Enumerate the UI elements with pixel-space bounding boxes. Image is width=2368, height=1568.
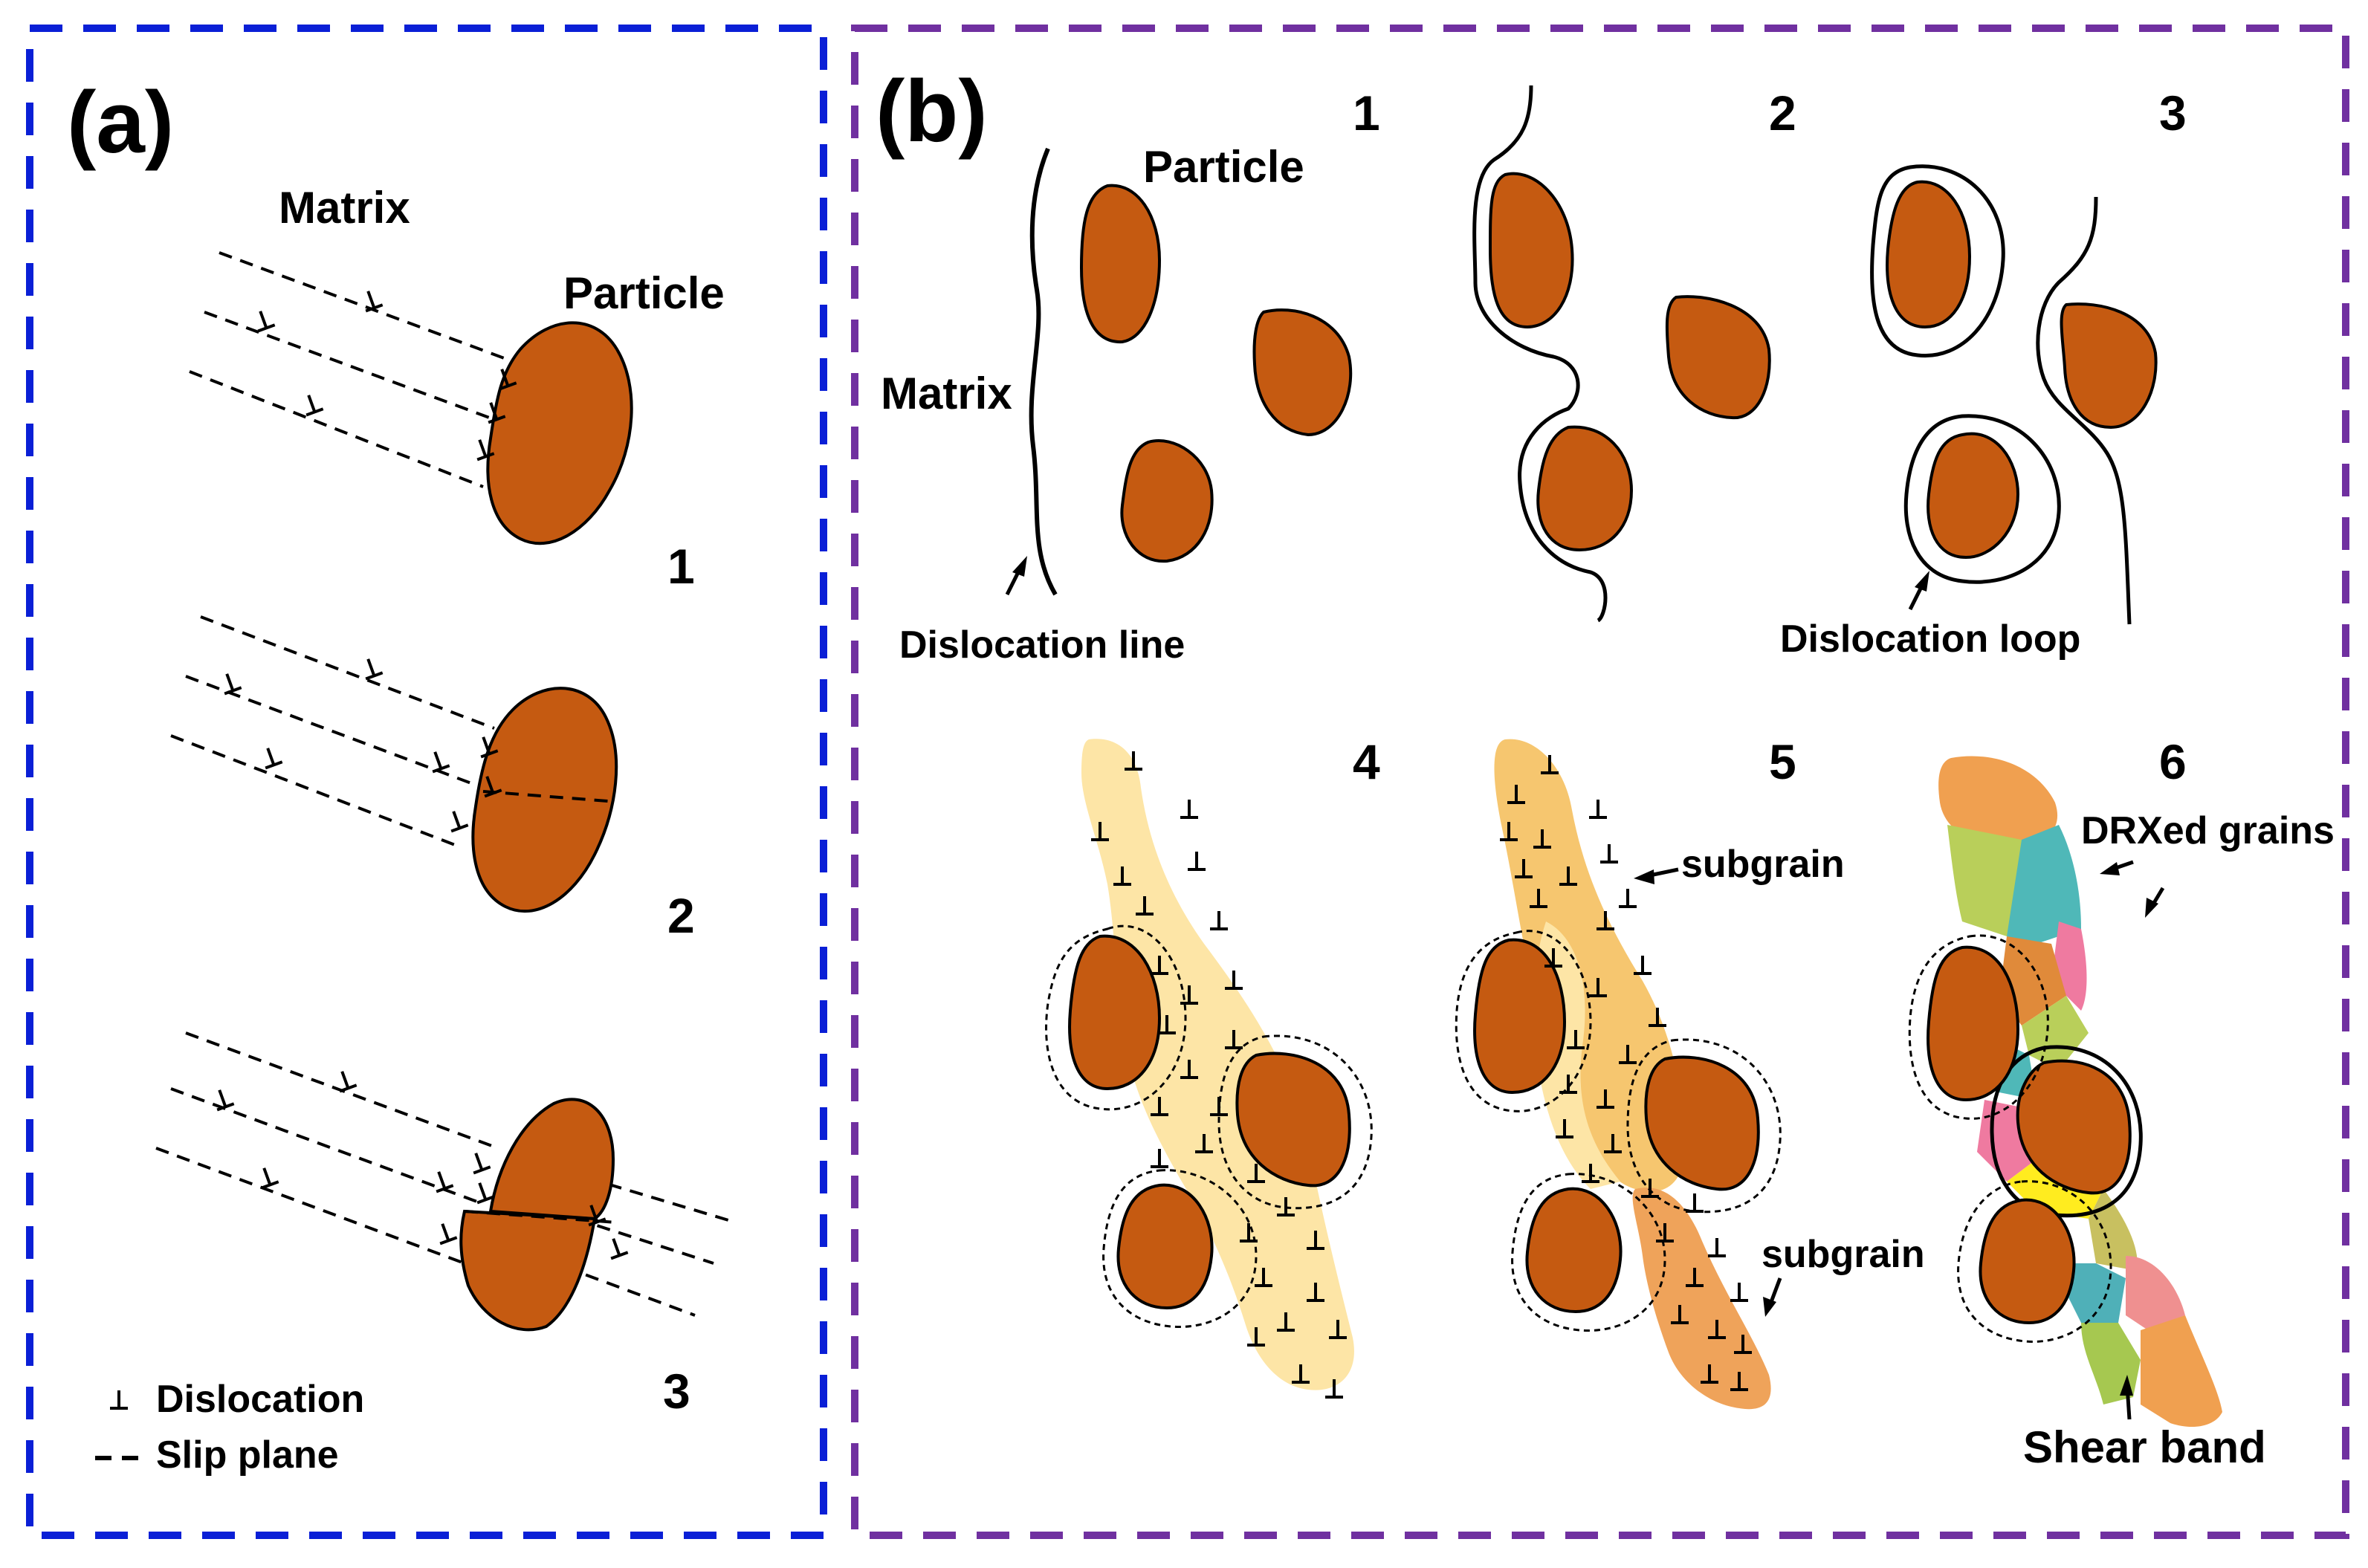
particle-a2 (471, 687, 618, 913)
dislocation-line-b3 (2036, 196, 2132, 625)
particle-a1 (486, 321, 633, 545)
dislocation-line-b1 (1029, 147, 1058, 596)
panel-b-step-1 (1005, 147, 1353, 596)
panel-a-border (26, 25, 827, 1539)
panel-a-step-3-number: 3 (663, 1364, 690, 1419)
panel-b-step-4-number: 4 (1353, 734, 1380, 789)
panel-a-step-3 (155, 1031, 737, 1332)
subgrain-label-1: subgrain (1681, 843, 1845, 886)
dislocation-loop-b3-lower (1903, 414, 2061, 584)
panel-b-step-1-number: 1 (1353, 85, 1380, 140)
shear-band-label: Shear band (2023, 1422, 2266, 1472)
particle-a3-upper (488, 1098, 615, 1221)
panel-b-border (851, 25, 2349, 1539)
particle-a3-lower (459, 1209, 597, 1332)
legend-slip-plane-label: Slip plane (156, 1433, 339, 1477)
shear-band-b4 (1081, 739, 1354, 1390)
panel-b-step-5 (1455, 739, 1782, 1410)
panel-a-step-1 (189, 251, 633, 545)
panel-b-step-6-number: 6 (2159, 734, 2187, 789)
dislocation-line-label: Dislocation line (899, 623, 1185, 667)
panel-b-matrix-label: Matrix (881, 369, 1012, 418)
panel-a-particle-label: Particle (563, 268, 725, 318)
panel-b-step-6 (1908, 756, 2222, 1427)
shear-band-b5-lower (1632, 1188, 1771, 1410)
dislocation-line-b2 (1472, 85, 1608, 623)
panel-b-step-3 (1870, 164, 2158, 625)
panel-a-step-2-number: 2 (667, 888, 695, 943)
legend-dislocation-label: Dislocation (156, 1378, 364, 1421)
panel-b-step-2 (1472, 85, 1771, 623)
panel-a-label: (a) (67, 74, 174, 172)
dislocation-loop-b3-upper (1870, 164, 2005, 358)
panel-b-step-5-number: 5 (1769, 734, 1796, 789)
panel-b-step-3-number: 3 (2159, 85, 2187, 140)
panel-a-legend: Dislocation Slip plane (95, 1378, 364, 1477)
panel-a-matrix-label: Matrix (279, 183, 410, 233)
subgrain-label-2: subgrain (1762, 1233, 1925, 1276)
panel-a-step-2 (170, 615, 618, 913)
panel-b-step-2-number: 2 (1769, 85, 1796, 140)
panel-b-label: (b) (876, 62, 988, 161)
drx-grains-label: DRXed grains (2081, 809, 2335, 852)
dislocation-loop-label: Dislocation loop (1780, 618, 2080, 661)
shear-band-b5-upper (1494, 739, 1684, 1192)
panel-b-step-4 (1045, 739, 1373, 1399)
panel-b-particle-label: Particle (1143, 142, 1304, 192)
panel-a-step-1-number: 1 (667, 539, 695, 594)
